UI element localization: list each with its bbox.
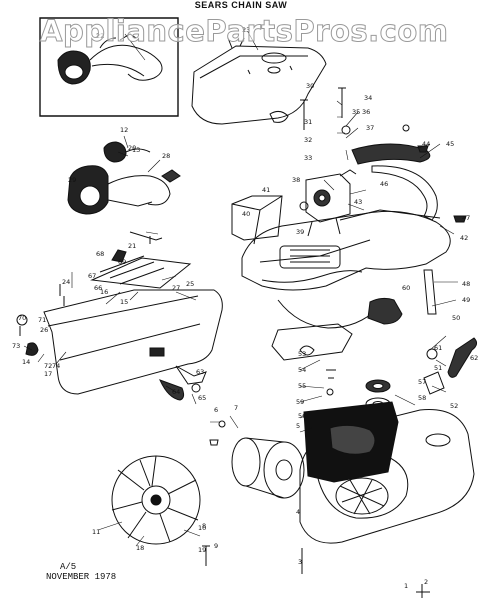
callout-31: 31 [304,118,312,126]
callout-1: 1 [404,582,408,590]
callout-25: 25 [186,280,194,288]
callout-8: 8 [202,522,206,530]
callout-24: 24 [62,278,70,286]
callout-71: 71 [38,316,46,324]
callout-5: 5 [296,422,300,430]
callout-40: 40 [242,210,250,218]
callout-65: 65 [198,394,206,402]
callout-20: 20 [128,144,136,152]
callout-23: 23 [242,26,250,34]
callout-60: 60 [402,284,410,292]
engine-housing [242,210,450,328]
callout-11: 11 [92,528,100,536]
callout-44: 44 [422,140,430,148]
callout-39: 39 [296,228,304,236]
callout-74: 74 [52,362,60,370]
callout-53: 53 [298,350,306,358]
callout-72: 72 [44,362,52,370]
callout-36: 36 [362,108,370,116]
callout-63: 63 [196,368,204,376]
footer-date: NOVEMBER 1978 [46,572,117,582]
carburetor [306,170,356,236]
callout-38: 38 [292,176,300,184]
callout-41: 41 [262,186,270,194]
callout-15: 15 [120,298,128,306]
callout-49: 49 [462,296,470,304]
callout-4: 4 [296,508,300,516]
top-cover [192,38,326,124]
inset-ignition-detail [40,18,178,116]
diagram-title: SEARS CHAIN SAW [194,0,288,10]
callout-55: 55 [298,382,306,390]
callout-52: 52 [450,402,458,410]
callout-51: 51 [434,364,442,372]
callout-29: 29 [68,176,76,184]
callout-30: 30 [306,82,314,90]
callout-48: 48 [462,280,470,288]
callout-19: 19 [198,546,206,554]
callout-54: 54 [298,366,306,374]
callout-34: 34 [364,94,372,102]
clutch-drum [232,438,304,498]
callout-2: 2 [424,578,428,586]
callout-62: 62 [470,354,478,362]
callout-43: 43 [354,198,362,206]
callout-67: 67 [88,272,96,280]
callout-47: 47 [462,214,470,222]
leader-lines [24,32,458,546]
callout-21: 21 [128,242,136,250]
callout-3: 3 [298,558,302,566]
callout-17: 17 [44,370,52,378]
callout-61: 61 [434,344,442,352]
callout-7: 7 [234,404,238,412]
callout-70: 70 [18,314,26,322]
callout-10: 10 [198,524,206,532]
watermark-text: AppliancePartsPros.com [40,14,449,49]
callout-33: 33 [304,154,312,162]
callout-12: 12 [120,126,128,134]
callout-13: 13 [132,146,140,154]
callout-18: 18 [136,544,144,552]
front-handle [352,144,437,220]
callout-35: 35 [352,108,360,116]
callout-42: 42 [460,234,468,242]
callout-59: 59 [296,398,304,406]
clutch-parts [366,270,477,410]
callout-14: 14 [22,358,30,366]
callout-66: 66 [94,284,102,292]
callout-28: 28 [162,152,170,160]
callout-22: 22 [96,32,104,40]
callout-16: 16 [100,288,108,296]
fan-housing [304,402,398,482]
callout-50: 50 [452,314,460,322]
callout-26: 26 [40,326,48,334]
callout-58: 58 [418,394,426,402]
ignition-module [68,142,180,240]
flywheel [112,456,200,544]
chain-guard-assembly [17,250,222,400]
footer-page-code: A/5 [60,562,77,572]
callout-57: 57 [418,378,426,386]
callout-37: 37 [366,124,374,132]
callout-27: 27 [172,284,180,292]
callout-9: 9 [214,542,218,550]
callout-45: 45 [446,140,454,148]
screws-hardware [64,88,466,598]
callout-73: 73 [12,342,20,350]
callout-46: 46 [380,180,388,188]
callout-32: 32 [304,136,312,144]
callout-64: 64 [172,388,180,396]
callout-68: 68 [96,250,104,258]
gasket-plate [272,324,352,360]
callout-69: 69 [118,258,126,266]
callout-6: 6 [214,406,218,414]
callout-56: 56 [298,412,306,420]
